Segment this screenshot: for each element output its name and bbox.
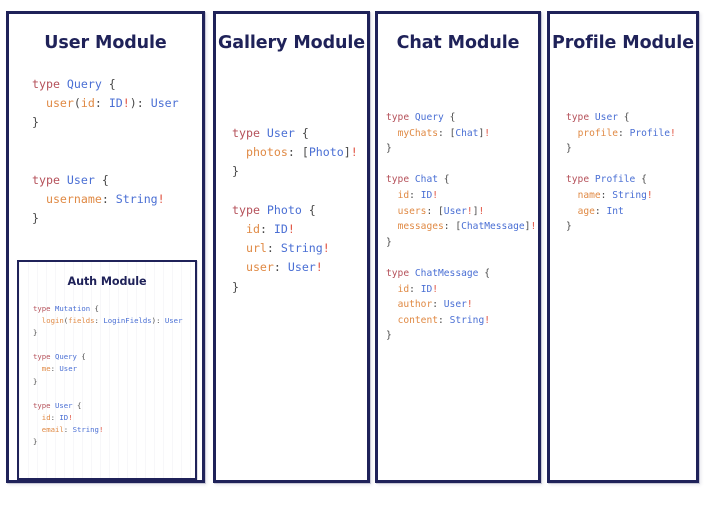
card-gallery-module[interactable]: Gallery Module type User { photos: [Phot… — [213, 11, 370, 483]
card-title-user-module: User Module — [44, 33, 167, 53]
code-block-gallery-module: type User { photos: [Photo]! } type Phot… — [232, 126, 358, 294]
code-block-auth-module: type Mutation { login(fields: LoginField… — [33, 304, 183, 447]
card-title-chat-module: Chat Module — [396, 33, 520, 53]
card-title-profile-module: Profile Module — [552, 33, 694, 53]
card-title-gallery-module: Gallery Module — [217, 33, 366, 53]
card-user-module[interactable]: User Module type Query { user(id: ID!): … — [6, 11, 205, 483]
card-auth-module[interactable]: Auth Module type Mutation { login(fields… — [17, 260, 197, 480]
code-block-profile-module: type User { profile: Profile! } type Pro… — [566, 112, 676, 233]
code-block-chat-module: type Query { myChats: [Chat]! } type Cha… — [386, 112, 537, 342]
card-profile-module[interactable]: Profile Module type User { profile: Prof… — [547, 11, 699, 483]
code-block-user-module: type Query { user(id: ID!): User } type … — [32, 77, 179, 226]
card-chat-module[interactable]: Chat Module type Query { myChats: [Chat]… — [375, 11, 541, 483]
card-title-auth-module: Auth Module — [67, 275, 147, 288]
